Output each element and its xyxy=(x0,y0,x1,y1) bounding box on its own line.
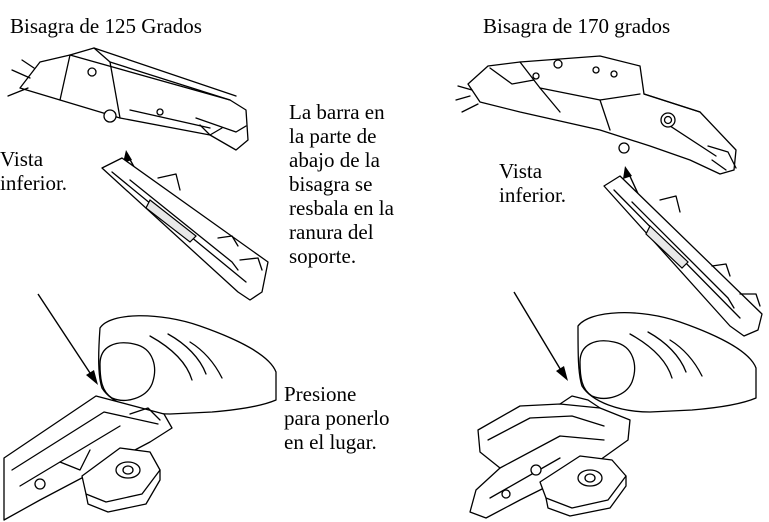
bar-note: La barra en la parte de abajo de la bisa… xyxy=(289,100,394,268)
arrow-press-left xyxy=(38,294,98,385)
thumb-left xyxy=(99,316,276,414)
arrow-press-right xyxy=(514,292,568,381)
hinge-125-upper xyxy=(8,48,248,150)
thumb-right xyxy=(578,313,756,412)
hinge-170-upper xyxy=(456,56,736,174)
right-view-label: Vista inferior. xyxy=(499,159,567,207)
mounting-plate-125 xyxy=(102,158,268,300)
press-note: Presione para ponerlo en el lugar. xyxy=(284,382,390,454)
mounting-plate-170 xyxy=(604,176,762,336)
hinge-125-lower xyxy=(4,396,172,520)
left-title: Bisagra de 125 Grados xyxy=(10,14,202,38)
right-title: Bisagra de 170 grados xyxy=(483,14,671,38)
left-view-label: Vista inferior. xyxy=(0,147,68,195)
hinge-170-lower xyxy=(470,396,630,518)
